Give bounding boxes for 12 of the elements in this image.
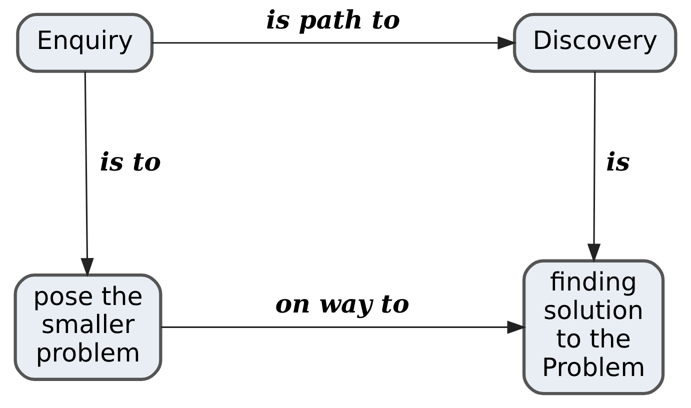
arrow [152, 36, 517, 50]
edge-label: is to [100, 146, 161, 177]
edge-label: is path to [266, 4, 400, 34]
node-box: Discovery [512, 12, 678, 73]
edge-label: on way to [275, 288, 410, 319]
node-box: finding solution to the Problem [522, 259, 665, 396]
node-box: pose the smaller problem [14, 274, 162, 381]
node-box: Enquiry [16, 12, 154, 73]
arrow [80, 71, 94, 278]
edge-label: is [606, 146, 630, 177]
arrow [587, 71, 601, 263]
arrow [160, 320, 526, 334]
